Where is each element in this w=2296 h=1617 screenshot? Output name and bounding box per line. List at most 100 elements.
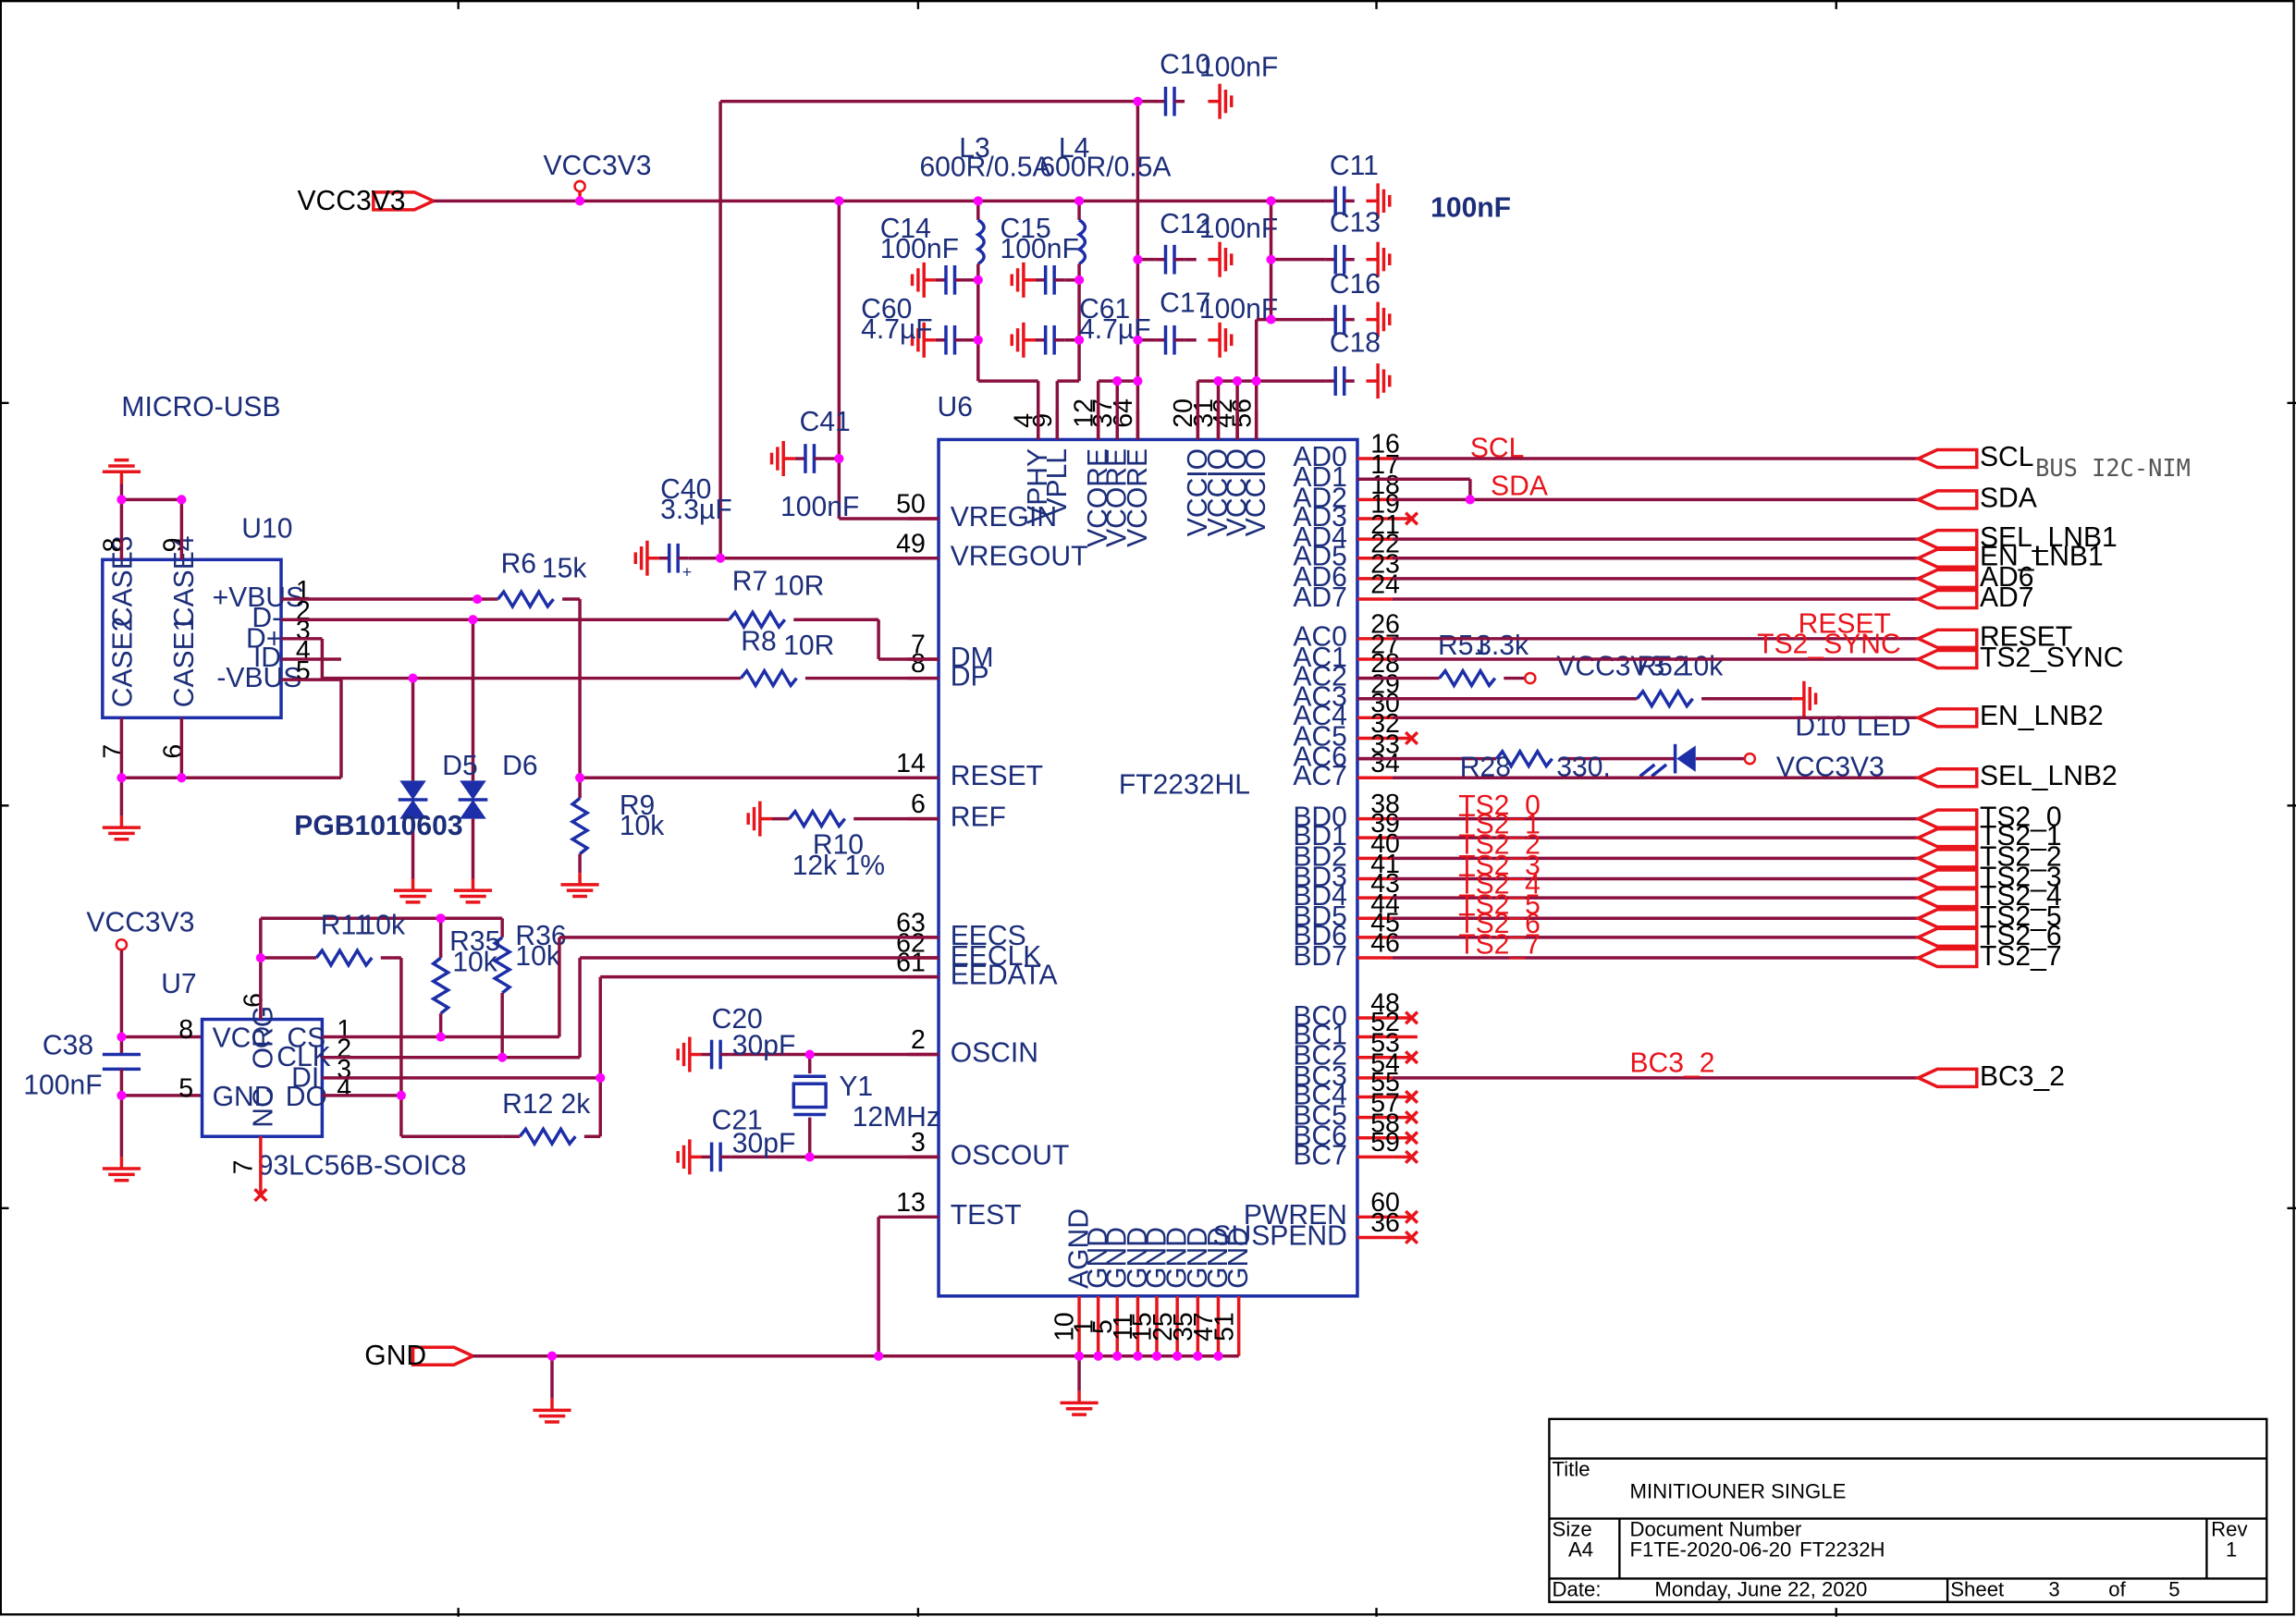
u6-pin-reset: RESET — [951, 761, 1043, 791]
svg-text:24: 24 — [1370, 570, 1400, 600]
svg-text:12k 1%: 12k 1% — [792, 851, 885, 881]
svg-text:8: 8 — [178, 1015, 193, 1045]
u6-pin-gnd: GND — [1223, 1227, 1254, 1289]
net-ts2-6: TS2_6 — [1458, 909, 1541, 939]
svg-text:41: 41 — [1370, 850, 1400, 879]
svg-text:D6: D6 — [502, 751, 537, 781]
svg-text:36: 36 — [1370, 1208, 1400, 1238]
svg-text:LED: LED — [1857, 711, 1911, 741]
u6-pin-gnd: GND — [1183, 1227, 1213, 1289]
net-ts2-4: TS2_4 — [1458, 869, 1541, 900]
u6-pin-oscout: OSCOUT — [951, 1140, 1070, 1170]
ground-bus: GND — [364, 1215, 1239, 1424]
l4-val: 600R/0.5A — [1039, 152, 1171, 182]
net-ts2-2: TS2_2 — [1458, 830, 1541, 861]
c60-ref: C60 — [861, 294, 912, 325]
svg-text:10k: 10k — [452, 947, 497, 977]
svg-text:52: 52 — [1370, 1008, 1400, 1037]
svg-text:R10: R10 — [813, 830, 864, 861]
svg-text:17: 17 — [1370, 450, 1400, 480]
vcc3v3-port — [372, 190, 437, 212]
port-reset: RESET — [1980, 622, 2072, 653]
svg-text:5: 5 — [178, 1073, 193, 1103]
svg-text:27: 27 — [1370, 631, 1400, 660]
svg-text:D10: D10 — [1795, 711, 1846, 741]
u6-pin-suspend: SUSPEND — [1212, 1220, 1346, 1251]
c13-ref: C13 — [1330, 208, 1381, 239]
u6-pin-bc6: BC6 — [1293, 1121, 1347, 1152]
svg-text:MINITIOUNER SINGLE: MINITIOUNER SINGLE — [1629, 1479, 1846, 1502]
u6-pin-pwren: PWREN — [1244, 1200, 1347, 1231]
svg-text:40: 40 — [1370, 829, 1400, 859]
svg-text:1: 1 — [1069, 1319, 1099, 1334]
svg-text:62: 62 — [896, 929, 926, 959]
svg-text:33: 33 — [1370, 729, 1400, 759]
svg-text:5: 5 — [2168, 1577, 2179, 1600]
svg-text:16: 16 — [1370, 430, 1400, 459]
port-bc3-2: BC3_2 — [1980, 1061, 2065, 1092]
u6-pin-bc5: BC5 — [1293, 1101, 1347, 1132]
svg-text:57: 57 — [1370, 1088, 1400, 1118]
svg-text:3: 3 — [911, 1128, 926, 1158]
c11-val: 100nF — [1430, 193, 1511, 224]
u6-pin-vcore: VCORE — [1102, 448, 1133, 547]
u6-pin-ac3: AC3 — [1293, 682, 1347, 713]
bus-note: BUS I2C-NIM — [2035, 454, 2191, 482]
u6-pin-ac0: AC0 — [1293, 622, 1347, 653]
port-en-lnb1: EN_LNB1 — [1980, 542, 2104, 572]
svg-text:30pF: 30pF — [732, 1031, 796, 1061]
svg-text:23: 23 — [1370, 550, 1400, 580]
svg-text:3: 3 — [2048, 1577, 2059, 1600]
l3-ref: L3 — [959, 133, 989, 164]
svg-text:GND: GND — [364, 1341, 426, 1371]
gnd-port — [411, 1345, 477, 1366]
svg-text:5: 5 — [296, 656, 311, 686]
usb-section: MICRO-USB U10 CASE3 CASE2 CASE4 CASE1 +V… — [98, 392, 939, 904]
u6-pin-gnd: GND — [1162, 1227, 1193, 1289]
svg-text:10k: 10k — [515, 941, 560, 972]
svg-text:25: 25 — [1148, 1312, 1178, 1341]
u6-pin-ac1: AC1 — [1293, 643, 1347, 673]
svg-text:CASE1: CASE1 — [169, 617, 200, 708]
u6-pin-eecs: EECS — [951, 921, 1026, 951]
u6-pin-bc3: BC3 — [1293, 1061, 1347, 1092]
svg-text:54: 54 — [1370, 1049, 1400, 1079]
u6-pin-gnd: GND — [1083, 1227, 1113, 1289]
svg-text:7: 7 — [911, 631, 926, 660]
svg-text:R9: R9 — [620, 790, 655, 821]
c14-ref: C14 — [880, 214, 931, 244]
svg-text:CLK: CLK — [276, 1042, 331, 1072]
svg-text:Rev: Rev — [2211, 1518, 2247, 1541]
u6-pins: VREGIN50VREGOUT49DM7DP8RESET14REF6EECS63… — [896, 398, 1419, 1356]
svg-text:93LC56B-SOIC8: 93LC56B-SOIC8 — [258, 1150, 467, 1181]
port-ts2-7: TS2_7 — [1980, 941, 2062, 972]
svg-text:51: 51 — [1209, 1312, 1239, 1341]
svg-text:53: 53 — [1370, 1028, 1400, 1058]
svg-text:R7: R7 — [732, 567, 767, 597]
svg-text:14: 14 — [896, 749, 926, 778]
svg-text:7: 7 — [228, 1160, 258, 1175]
u6-pin-bd5: BD5 — [1293, 901, 1347, 932]
port-ts2-5: TS2_5 — [1980, 901, 2062, 932]
u6-pin-ac7: AC7 — [1293, 761, 1347, 791]
svg-text:63: 63 — [896, 909, 926, 938]
svg-text:CASE4: CASE4 — [169, 535, 200, 627]
u6-pin-eeclk: EECLK — [951, 941, 1042, 972]
u6-pin-ac5: AC5 — [1293, 721, 1347, 752]
svg-text:U7: U7 — [161, 969, 196, 999]
net-ts2-5: TS2_5 — [1458, 890, 1541, 921]
svg-text:R52: R52 — [1637, 651, 1688, 681]
svg-text:19: 19 — [1370, 490, 1400, 520]
svg-text:CS: CS — [287, 1023, 325, 1054]
net-ts2-sync: TS2_SYNC — [1757, 630, 1900, 660]
u6-pin-dp: DP — [951, 661, 989, 692]
svg-text:44: 44 — [1370, 889, 1400, 919]
svg-text:7: 7 — [98, 744, 128, 759]
svg-text:Sheet: Sheet — [1950, 1577, 2004, 1600]
c10-ref: C10 — [1160, 50, 1210, 80]
svg-text:FT2232H: FT2232H — [1799, 1538, 1885, 1562]
u6-pin-bc2: BC2 — [1293, 1041, 1347, 1072]
c41-val: 100nF — [780, 492, 859, 522]
l3-val: 600R/0.5A — [919, 152, 1050, 182]
